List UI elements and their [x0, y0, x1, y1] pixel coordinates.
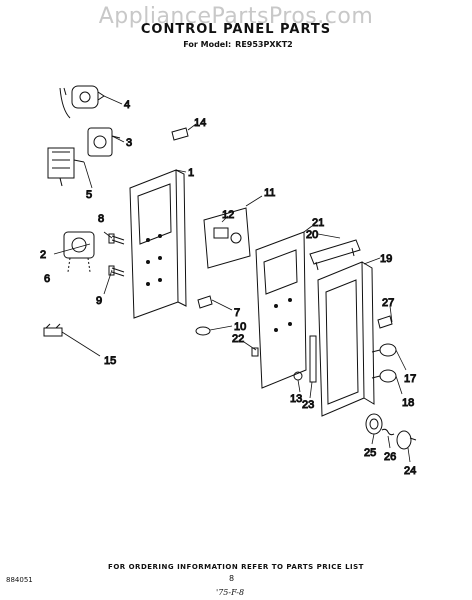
part-spring-26 [381, 428, 395, 436]
part-switch-18 [371, 369, 397, 383]
callout-20: 20 [306, 229, 318, 241]
part-screw-9 [108, 265, 125, 277]
part-fastener-7 [197, 295, 213, 309]
callout-22: 22 [232, 333, 244, 345]
part-console-housing-19 [317, 261, 375, 417]
page-title: CONTROL PANEL PARTS [140, 22, 332, 37]
date-code: '75-F-8 [216, 588, 245, 597]
callout-14: 14 [194, 117, 206, 129]
part-switch-27 [377, 315, 393, 329]
callout-25: 25 [364, 447, 376, 459]
part-timer-2 [63, 231, 95, 273]
part-panel-bracket-1 [129, 169, 187, 319]
callout-4: 4 [124, 99, 130, 111]
callout-13: 13 [290, 393, 302, 405]
callout-10: 10 [234, 321, 246, 333]
callout-15: 15 [104, 355, 116, 367]
watermark: AppliancePartsPros.com [98, 4, 374, 29]
part-screw-8 [108, 233, 125, 245]
callout-21: 21 [312, 217, 324, 229]
part-screw-22 [251, 347, 259, 357]
model-number: RE953PXKT2 [235, 40, 293, 49]
ordering-info: FOR ORDERING INFORMATION REFER TO PARTS … [108, 563, 364, 571]
callout-18: 18 [402, 397, 414, 409]
part-switch-17 [371, 343, 397, 357]
callout-8: 8 [98, 213, 104, 225]
callout-12: 12 [222, 209, 234, 221]
part-indicator-15 [43, 323, 63, 337]
callout-11: 11 [264, 187, 275, 199]
callout-9: 9 [96, 295, 102, 307]
callout-27: 27 [382, 297, 394, 309]
page-number: 8 [229, 574, 235, 583]
leader-lines [53, 95, 411, 463]
callout-23: 23 [302, 399, 314, 411]
part-console-face-21 [255, 231, 307, 389]
callout-1: 1 [188, 167, 194, 179]
part-selector-switch-5 [47, 147, 85, 187]
callout-26: 26 [384, 451, 396, 463]
callout-24: 24 [404, 465, 416, 477]
callout-17: 17 [404, 373, 416, 385]
callout-19: 19 [380, 253, 392, 265]
callout-2: 2 [40, 249, 46, 261]
part-clip-14 [171, 127, 189, 141]
callout-5: 5 [86, 189, 92, 201]
callout-7: 7 [234, 307, 240, 319]
callout-6: 6 [44, 273, 50, 285]
callout-3: 3 [126, 137, 132, 149]
part-switch-3 [87, 127, 121, 157]
part-strip-23 [309, 335, 317, 383]
model-line: For Model:RE953PXKT2 [0, 40, 472, 49]
part-knob-25 [365, 413, 383, 435]
part-handle-20 [309, 239, 361, 271]
document-number: 884051 [6, 576, 33, 584]
part-timer-module-11 [203, 207, 251, 269]
part-washer-10 [195, 326, 211, 336]
part-knob-24 [396, 430, 417, 450]
model-label: For Model: [183, 40, 232, 49]
part-thermostat-4 [59, 85, 105, 119]
